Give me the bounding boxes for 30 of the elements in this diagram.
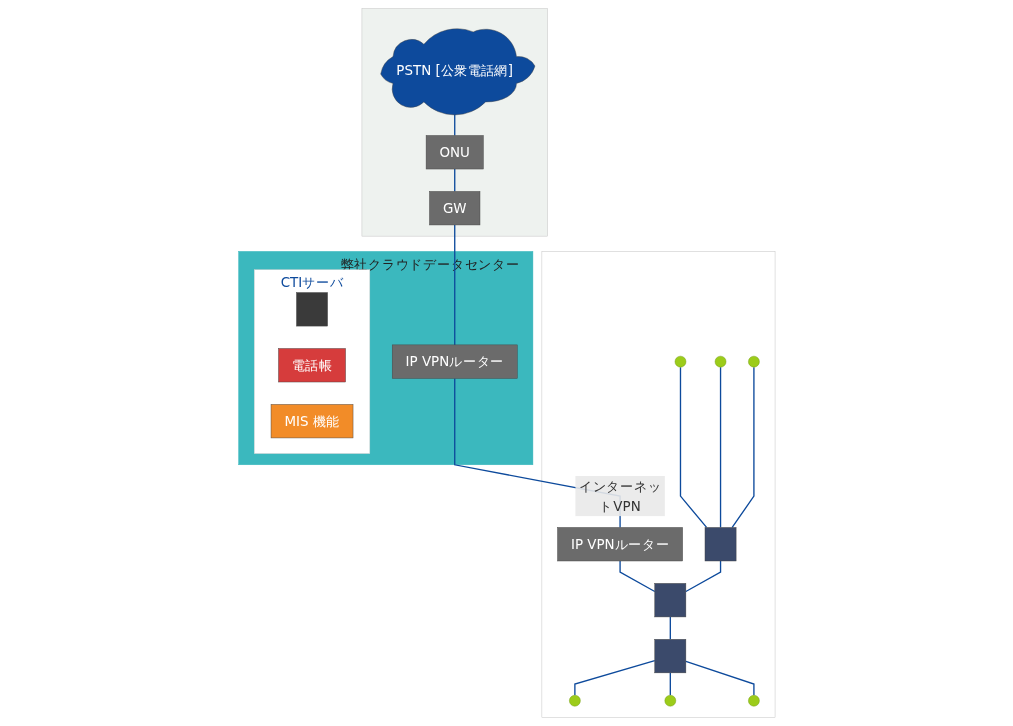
cluster	[541, 251, 775, 718]
node-box: MIS 機能	[270, 404, 353, 439]
node-box	[654, 639, 686, 674]
connector	[573, 659, 656, 696]
connector	[669, 672, 671, 696]
node-person	[747, 355, 760, 368]
node-person	[674, 355, 686, 368]
connector	[684, 560, 721, 593]
edge-label: インターネットVPN	[578, 478, 662, 515]
node-box	[704, 527, 736, 562]
node-box: ONU	[425, 135, 484, 170]
node-box	[654, 583, 686, 618]
node-box: IP VPNルーター	[391, 344, 518, 379]
connector	[719, 366, 721, 529]
cluster	[361, 8, 548, 237]
connector	[679, 366, 707, 529]
connector	[731, 366, 755, 529]
node-person	[664, 695, 676, 707]
connector	[453, 168, 456, 193]
connector	[619, 560, 656, 593]
node-box: GW	[428, 191, 480, 226]
connector	[669, 616, 671, 640]
connector	[453, 224, 456, 346]
node-person	[568, 695, 581, 707]
node-person	[714, 355, 726, 368]
node-box	[295, 292, 328, 327]
connector	[684, 660, 755, 696]
node-box: IP VPNルーター	[557, 527, 683, 562]
node-person	[747, 695, 760, 707]
node-box: 電話帳	[277, 348, 346, 383]
